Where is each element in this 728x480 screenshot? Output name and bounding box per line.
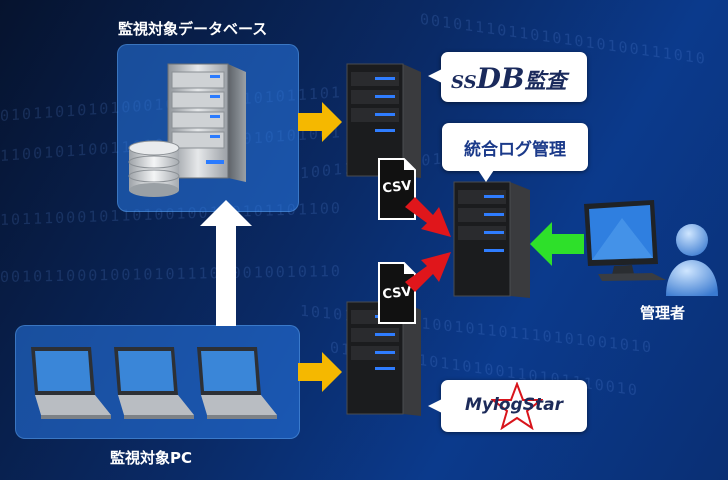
ssdb-callout-pointer (428, 68, 444, 84)
ssdb-audit-callout: SSDB監査 (441, 52, 587, 102)
database-cylinder-icon (128, 140, 180, 197)
integrated-log-server-icon (453, 181, 530, 298)
csv-file-bottom: CSV (378, 262, 416, 324)
ssdb-audit-logo: SSDB監査 (451, 62, 567, 95)
mylogstar-logo: MylogStar (465, 395, 563, 415)
database-server-icon (167, 63, 246, 182)
laptop-icon (114, 347, 194, 419)
integrated-log-callout-pointer (478, 170, 494, 182)
green-arrow (530, 222, 584, 266)
star-logo-icon (491, 382, 543, 430)
mylogstar-server-icon (346, 301, 421, 416)
binary-background: 0010110001001010111010010010110 (0, 262, 342, 286)
file-icon (378, 158, 416, 220)
monitored-database-title: 監視対象データベース (118, 20, 268, 38)
red-arrow-bottom (405, 252, 451, 292)
csv-file-top: CSV (378, 158, 416, 220)
monitored-pc-title: 監視対象PC (110, 449, 193, 467)
ssdb-db: DB (476, 62, 525, 95)
yellow-arrow-top (298, 102, 342, 142)
mylogstar-callout-pointer (428, 398, 444, 414)
red-arrow-top (405, 197, 451, 237)
admin-monitor-icon (584, 200, 666, 281)
white-up-arrow (200, 200, 252, 326)
ssdb-prefix: SS (451, 72, 477, 93)
laptop-icon (197, 347, 277, 419)
file-icon (378, 262, 416, 324)
integrated-log-title: 統合ログ管理 (464, 140, 566, 160)
ssdb-server-icon (346, 63, 421, 178)
integrated-log-callout: 統合ログ管理 (442, 123, 588, 171)
laptop-icon (31, 347, 111, 419)
administrator-person-icon (666, 224, 718, 296)
administrator-label: 管理者 (640, 304, 686, 322)
mylogstar-callout: MylogStar (441, 380, 587, 432)
yellow-arrow-bottom (298, 352, 342, 392)
ssdb-suffix: 監査 (524, 68, 567, 93)
